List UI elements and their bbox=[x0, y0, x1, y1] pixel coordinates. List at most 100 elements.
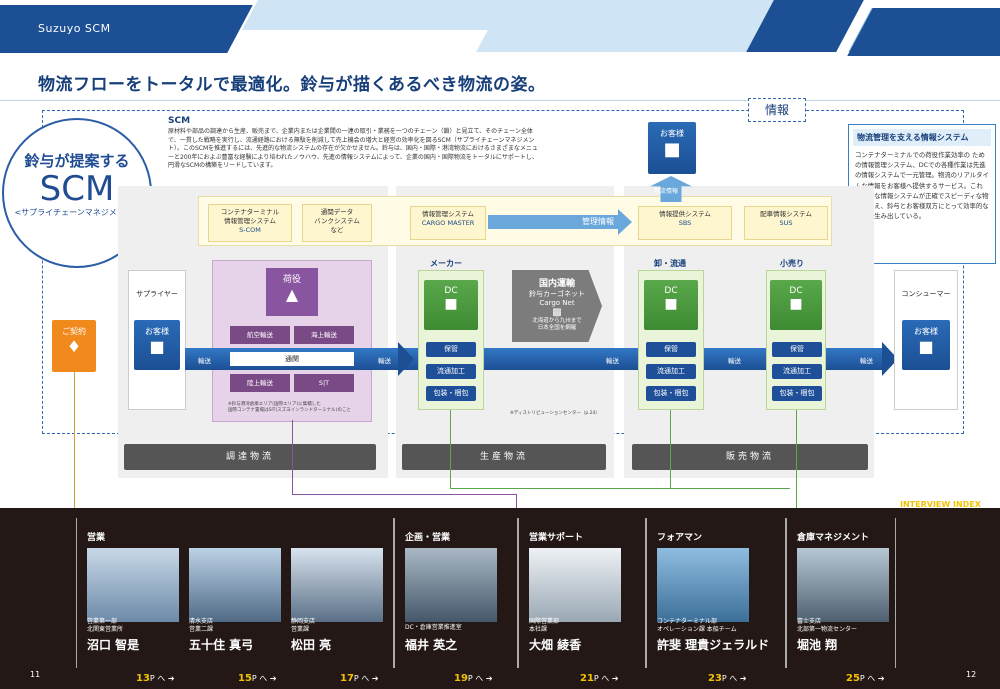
card-support[interactable]: 営業サポート 国際営業部 本社課 大畑 綾香 bbox=[518, 518, 646, 668]
connector bbox=[796, 410, 797, 510]
flow-label-2: 輸送 bbox=[378, 357, 391, 365]
customer-top: お客様 ■ bbox=[648, 122, 696, 174]
land-label: 陸上輸送 bbox=[247, 379, 273, 387]
dept-isozumi: 清水支店 営業二課 bbox=[189, 618, 214, 633]
flow-label-3b: 輸送 bbox=[606, 357, 619, 365]
system-sus-l2: SUS bbox=[779, 219, 793, 227]
customer-consumer-label: お客様 bbox=[914, 327, 938, 336]
page-suffix: P へ ➔ bbox=[353, 674, 379, 683]
customer-icon: ■ bbox=[663, 139, 681, 160]
sea-transport: 海上輸送 bbox=[294, 326, 354, 344]
name-numaguchi: 沼口 智是 bbox=[87, 638, 140, 652]
page-num: 15 bbox=[238, 673, 252, 684]
mgmt-label: 管理情報 bbox=[582, 217, 614, 226]
customs-bar-label: 通関 bbox=[285, 355, 299, 363]
card-planning[interactable]: 企画・営業 DC・倉庫営業推進室 福井 英之 bbox=[394, 518, 518, 668]
badge-line1: 鈴与が提案する bbox=[24, 152, 130, 170]
page-suffix: P へ ➔ bbox=[467, 674, 493, 683]
page-link-13[interactable]: 13P へ ➔ bbox=[136, 666, 175, 685]
maker-processing: 流通加工 bbox=[426, 364, 476, 379]
system-scom-l2: 情報管理システム bbox=[224, 217, 276, 225]
name-ohata: 大畑 綾香 bbox=[529, 638, 582, 652]
connector bbox=[74, 372, 75, 510]
retail-dc-label: DC bbox=[789, 286, 803, 296]
name-matsuda: 松田 亮 bbox=[291, 638, 332, 652]
page-suffix: P へ ➔ bbox=[859, 674, 885, 683]
photo-matsuda bbox=[291, 548, 383, 622]
divider bbox=[0, 100, 1000, 101]
cargo-box: 荷役 ▲ bbox=[266, 268, 318, 316]
customer-supplier-label: お客様 bbox=[145, 327, 169, 336]
connector bbox=[450, 410, 451, 488]
folio-left: 11 bbox=[30, 670, 41, 679]
handshake-icon: ♦ bbox=[66, 337, 82, 356]
page-suffix: P へ ➔ bbox=[721, 674, 747, 683]
page-link-17[interactable]: 17P へ ➔ bbox=[340, 666, 379, 685]
sea-label: 海上輸送 bbox=[311, 331, 337, 339]
retail-storage: 保管 bbox=[772, 342, 822, 357]
photo-numaguchi bbox=[87, 548, 179, 622]
section-production: 生産物流 bbox=[402, 444, 606, 470]
retail-processing: 流通加工 bbox=[772, 364, 822, 379]
wholesale-storage: 保管 bbox=[646, 342, 696, 357]
system-scom-l3: S-COM bbox=[239, 226, 261, 234]
wholesale-dc-label: DC bbox=[664, 286, 678, 296]
name-fukui: 福井 英之 bbox=[405, 638, 458, 652]
retail-label: 小売り bbox=[780, 259, 804, 268]
domestic-sub: 鈴与カーゴネット bbox=[529, 290, 585, 298]
domestic-sub2: Cargo Net bbox=[539, 299, 575, 307]
page-headline: 物流フローをトータルで最適化。鈴与が描くあるべき物流の姿。 bbox=[38, 75, 546, 95]
badge-line2: SCM bbox=[39, 169, 115, 209]
consumer-label: コンシューマー bbox=[901, 290, 951, 298]
info-system-body: コンテナターミナルでの荷役作業効率の ための情報管理システム、DCでの各種作業は… bbox=[855, 151, 989, 221]
folio-right: 12 bbox=[966, 670, 977, 679]
customer-top-label: お客様 bbox=[660, 129, 684, 138]
page-link-15[interactable]: 15P へ ➔ bbox=[238, 666, 277, 685]
warehouse-icon: ■ bbox=[664, 296, 678, 312]
page-num: 21 bbox=[580, 673, 594, 684]
scm-title: SCM bbox=[168, 116, 191, 126]
flow-label-5: 輸送 bbox=[860, 357, 873, 365]
page-link-21[interactable]: 21P へ ➔ bbox=[580, 666, 619, 685]
dept-horiike: 富士支店 北部第一物流センター bbox=[797, 618, 858, 633]
sit-label: S|T bbox=[318, 379, 330, 387]
info-system-title: 物流管理を支える情報システム bbox=[853, 129, 991, 146]
page-link-19[interactable]: 19P へ ➔ bbox=[454, 666, 493, 685]
name-isozumi: 五十住 真弓 bbox=[189, 638, 254, 652]
system-cargo-l1: 情報管理システム bbox=[422, 210, 474, 218]
page-link-23[interactable]: 23P へ ➔ bbox=[708, 666, 747, 685]
mgmt-arrow-head bbox=[618, 209, 632, 235]
role-sales: 営業 bbox=[87, 533, 106, 543]
card-warehouse[interactable]: 倉庫マネジメント 富士支店 北部第一物流センター 堀池 翔 bbox=[786, 518, 896, 668]
interview-index-label: INTERVIEW INDEX bbox=[900, 500, 981, 509]
maker-dc: DC ■ bbox=[424, 280, 478, 330]
retail-packing: 包装・梱包 bbox=[772, 386, 822, 401]
name-konomi: 許斐 理貴ジェラルド bbox=[657, 638, 770, 652]
page-num: 19 bbox=[454, 673, 468, 684]
card-sales[interactable]: 営業 営業第一部 北関東営業所 沼口 智是 清水支店 営業二課 五十住 真弓 静… bbox=[76, 518, 394, 668]
maker-label: メーカー bbox=[430, 259, 462, 268]
page-link-25[interactable]: 25P へ ➔ bbox=[846, 666, 885, 685]
page-suffix: P へ ➔ bbox=[251, 674, 277, 683]
photo-isozumi bbox=[189, 548, 281, 622]
maker-dc-label: DC bbox=[444, 286, 458, 296]
flow-label-4b: 輸送 bbox=[728, 357, 741, 365]
page-num: 25 bbox=[846, 673, 860, 684]
wholesale-label: 卸・流通 bbox=[654, 259, 686, 268]
system-cargo-master: 情報管理システム CARGO MASTER bbox=[410, 206, 486, 240]
dept-konomi: コンテナターミナル部 オペレーション課 本船チーム bbox=[657, 618, 737, 633]
flow-over-2 bbox=[704, 348, 766, 370]
role-warehouse: 倉庫マネジメント bbox=[797, 533, 870, 543]
supplier-label: サプライヤー bbox=[136, 290, 178, 298]
role-planning: 企画・営業 bbox=[405, 533, 451, 543]
system-bank-l2: バンクシステム bbox=[314, 217, 360, 225]
truck-icon: ▩ bbox=[552, 307, 562, 318]
domestic-box: 国内運輸 鈴与カーゴネット Cargo Net ▩ 北海道から九州まで 日本全国… bbox=[512, 270, 602, 342]
domestic-title: 国内運輸 bbox=[538, 279, 575, 289]
customer-icon: ■ bbox=[149, 337, 165, 356]
page-num: 17 bbox=[340, 673, 354, 684]
card-foreman[interactable]: フォアマン コンテナターミナル部 オペレーション課 本船チーム 許斐 理貴ジェラ… bbox=[646, 518, 786, 668]
system-scom: コンテナターミナル 情報管理システム S-COM bbox=[208, 204, 292, 242]
system-sus-l1: 配車情報システム bbox=[760, 210, 812, 218]
page-num: 23 bbox=[708, 673, 722, 684]
